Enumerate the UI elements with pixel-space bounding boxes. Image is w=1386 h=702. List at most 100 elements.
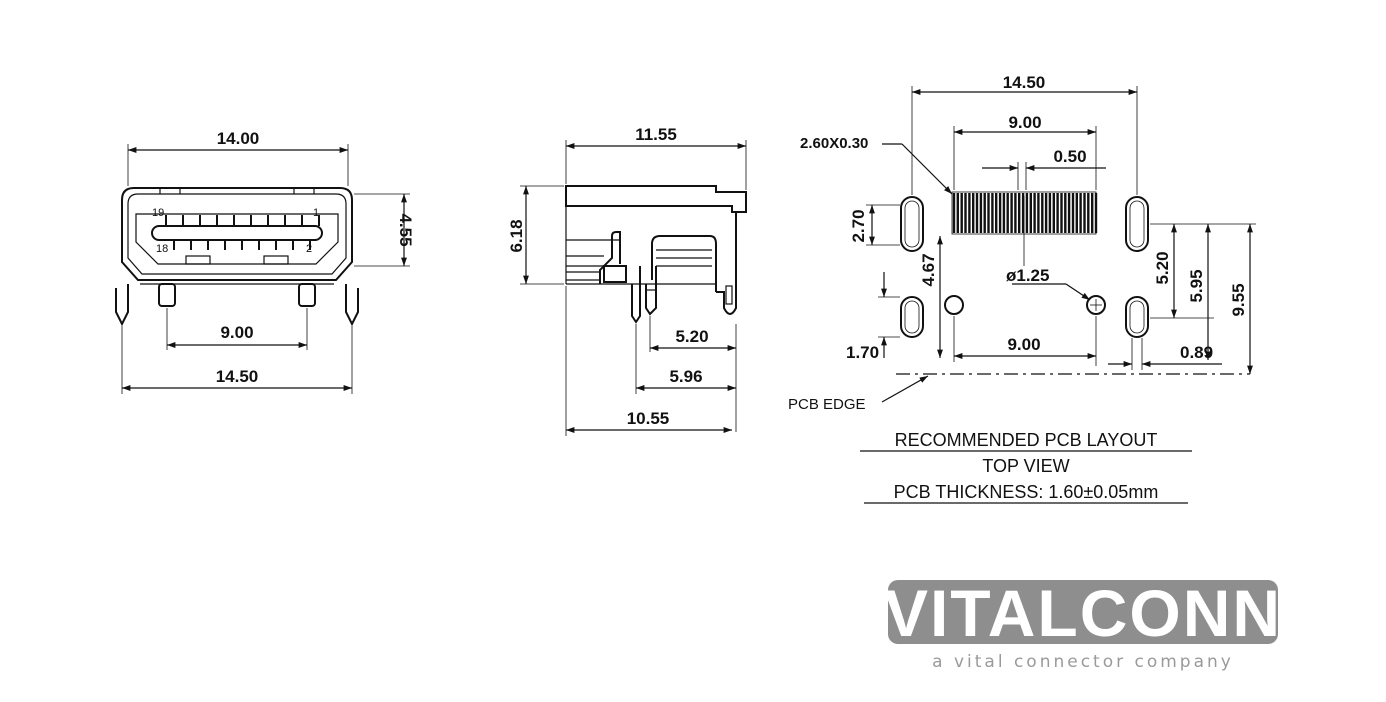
- dim-side-b: 5.96: [669, 367, 702, 386]
- dim-side-length-top: 11.55: [635, 125, 677, 144]
- dim-side-height: 6.18: [507, 219, 526, 252]
- dim-pad-size: 2.60X0.30: [800, 135, 868, 152]
- smd-pad: [968, 193, 971, 233]
- smd-pad: [1091, 193, 1094, 233]
- front-latch-left: [185, 255, 211, 265]
- front-leg-left: [115, 284, 129, 327]
- logo-background: [888, 580, 1278, 644]
- front-tongue: [151, 225, 323, 241]
- hole-left: [944, 295, 964, 315]
- side-leg-2: [645, 266, 657, 316]
- smd-pad: [979, 193, 983, 233]
- front-shell-inner: [127, 193, 347, 275]
- front-leg-right: [345, 284, 359, 327]
- smd-pad: [983, 193, 986, 233]
- dim-front-height: 4.55: [396, 213, 415, 246]
- caption-line-3: PCB THICKNESS: 1.60±0.05mm: [894, 482, 1159, 502]
- smd-pad: [987, 193, 990, 233]
- smd-pad: [1044, 193, 1048, 233]
- slot-top-right: [1125, 196, 1149, 252]
- pin-label-19: 19: [152, 207, 164, 219]
- side-tongue: [599, 231, 621, 284]
- dim-edge-offset: 0.89: [1180, 343, 1213, 362]
- smd-pad: [1014, 193, 1017, 233]
- smd-pad: [1029, 193, 1032, 233]
- side-body-outline: [565, 185, 747, 213]
- smd-pad: [1087, 193, 1090, 233]
- smd-pad: [964, 193, 967, 233]
- pin-label-1: 1: [313, 207, 319, 219]
- smd-pad: [1079, 193, 1082, 233]
- caption-line-1: RECOMMENDED PCB LAYOUT: [895, 430, 1158, 450]
- dim-pad-span: 9.00: [1008, 113, 1041, 132]
- smd-pad: [1025, 193, 1029, 233]
- smd-pad: [1052, 193, 1055, 233]
- company-logo: VITALCONN a vital connector company: [884, 576, 1282, 672]
- dim-pcb-520: 5.20: [1153, 251, 1172, 284]
- smd-pad: [972, 193, 975, 233]
- smd-pad: [1021, 193, 1025, 233]
- side-leg-rear: [716, 212, 737, 315]
- smd-pad: [1056, 193, 1059, 233]
- smd-pad: [1010, 193, 1013, 233]
- side-foot: [603, 265, 627, 283]
- hole-right: [1086, 295, 1106, 315]
- dim-front-width-top: 14.00: [217, 129, 260, 148]
- caption: RECOMMENDED PCB LAYOUT TOP VIEW PCB THIC…: [860, 430, 1192, 504]
- dim-side-a: 5.20: [675, 327, 708, 346]
- front-contacts-top: [165, 215, 320, 226]
- dim-pcb-595: 5.95: [1187, 269, 1206, 302]
- pin-label-18: 18: [156, 243, 168, 255]
- dim-front-width-bottom: 14.50: [216, 367, 259, 386]
- smd-pad: [1083, 193, 1086, 233]
- smd-pad: [1060, 193, 1063, 233]
- front-view: 19 1 18 2 14.00 4.55 9.00 14.50: [115, 129, 415, 394]
- slot-bottom-left: [900, 296, 924, 338]
- smd-pad: [1041, 193, 1044, 233]
- smd-pad: [995, 193, 998, 233]
- smd-pad: [1018, 193, 1021, 233]
- dim-hole-diameter: ø1.25: [1006, 266, 1049, 285]
- smd-pad: [1006, 193, 1009, 233]
- smd-pad: [1037, 193, 1040, 233]
- smd-pad: [991, 193, 994, 233]
- front-post-left: [158, 283, 176, 307]
- dim-slot-height: 2.70: [849, 209, 868, 242]
- smd-pad: [960, 193, 963, 233]
- pin-label-2: 2: [306, 243, 312, 255]
- pcb-layout: 14.50 9.00 0.50 2.60X0.30 2.70 4.67 ø1.2…: [788, 73, 1256, 413]
- front-contacts-bottom: [173, 240, 311, 250]
- smd-pad: [1033, 193, 1036, 233]
- side-rear-block: [651, 235, 717, 292]
- smd-pad: [1064, 193, 1067, 233]
- caption-line-2: TOP VIEW: [982, 456, 1069, 476]
- logo-tagline: a vital connector company: [932, 652, 1234, 672]
- smd-pad: [975, 193, 979, 233]
- smd-pad: [1067, 193, 1071, 233]
- smd-pad: [998, 193, 1002, 233]
- dim-pad-pitch: 0.50: [1053, 147, 1086, 166]
- front-receptacle-opening: [135, 213, 339, 265]
- smd-pad: [1048, 193, 1052, 233]
- dim-front-post-pitch: 9.00: [220, 323, 253, 342]
- smd-pad: [956, 193, 959, 233]
- smd-pad: [952, 193, 956, 233]
- smd-pad: [1002, 193, 1006, 233]
- side-view: 11.55 6.18 5.20 5.96 10.55: [507, 125, 747, 436]
- dim-pcb-overall-width: 14.50: [1003, 73, 1046, 92]
- pcb-edge-label: PCB EDGE: [788, 396, 866, 413]
- smd-pad-array: [952, 193, 1098, 233]
- front-shell-outline: [121, 187, 353, 281]
- slot-bottom-right: [1125, 296, 1149, 338]
- smd-pad: [1075, 193, 1078, 233]
- side-leg-1: [631, 266, 641, 324]
- dim-side-length-bottom: 10.55: [627, 409, 670, 428]
- smd-pad: [1071, 193, 1075, 233]
- logo-name: VITALCONN: [884, 576, 1282, 650]
- dim-left-offset: 4.67: [919, 253, 938, 286]
- front-latch-right: [263, 255, 289, 265]
- dim-hole-span: 9.00: [1007, 335, 1040, 354]
- side-leg-rear-inner: [725, 285, 733, 305]
- front-post-right: [298, 283, 316, 307]
